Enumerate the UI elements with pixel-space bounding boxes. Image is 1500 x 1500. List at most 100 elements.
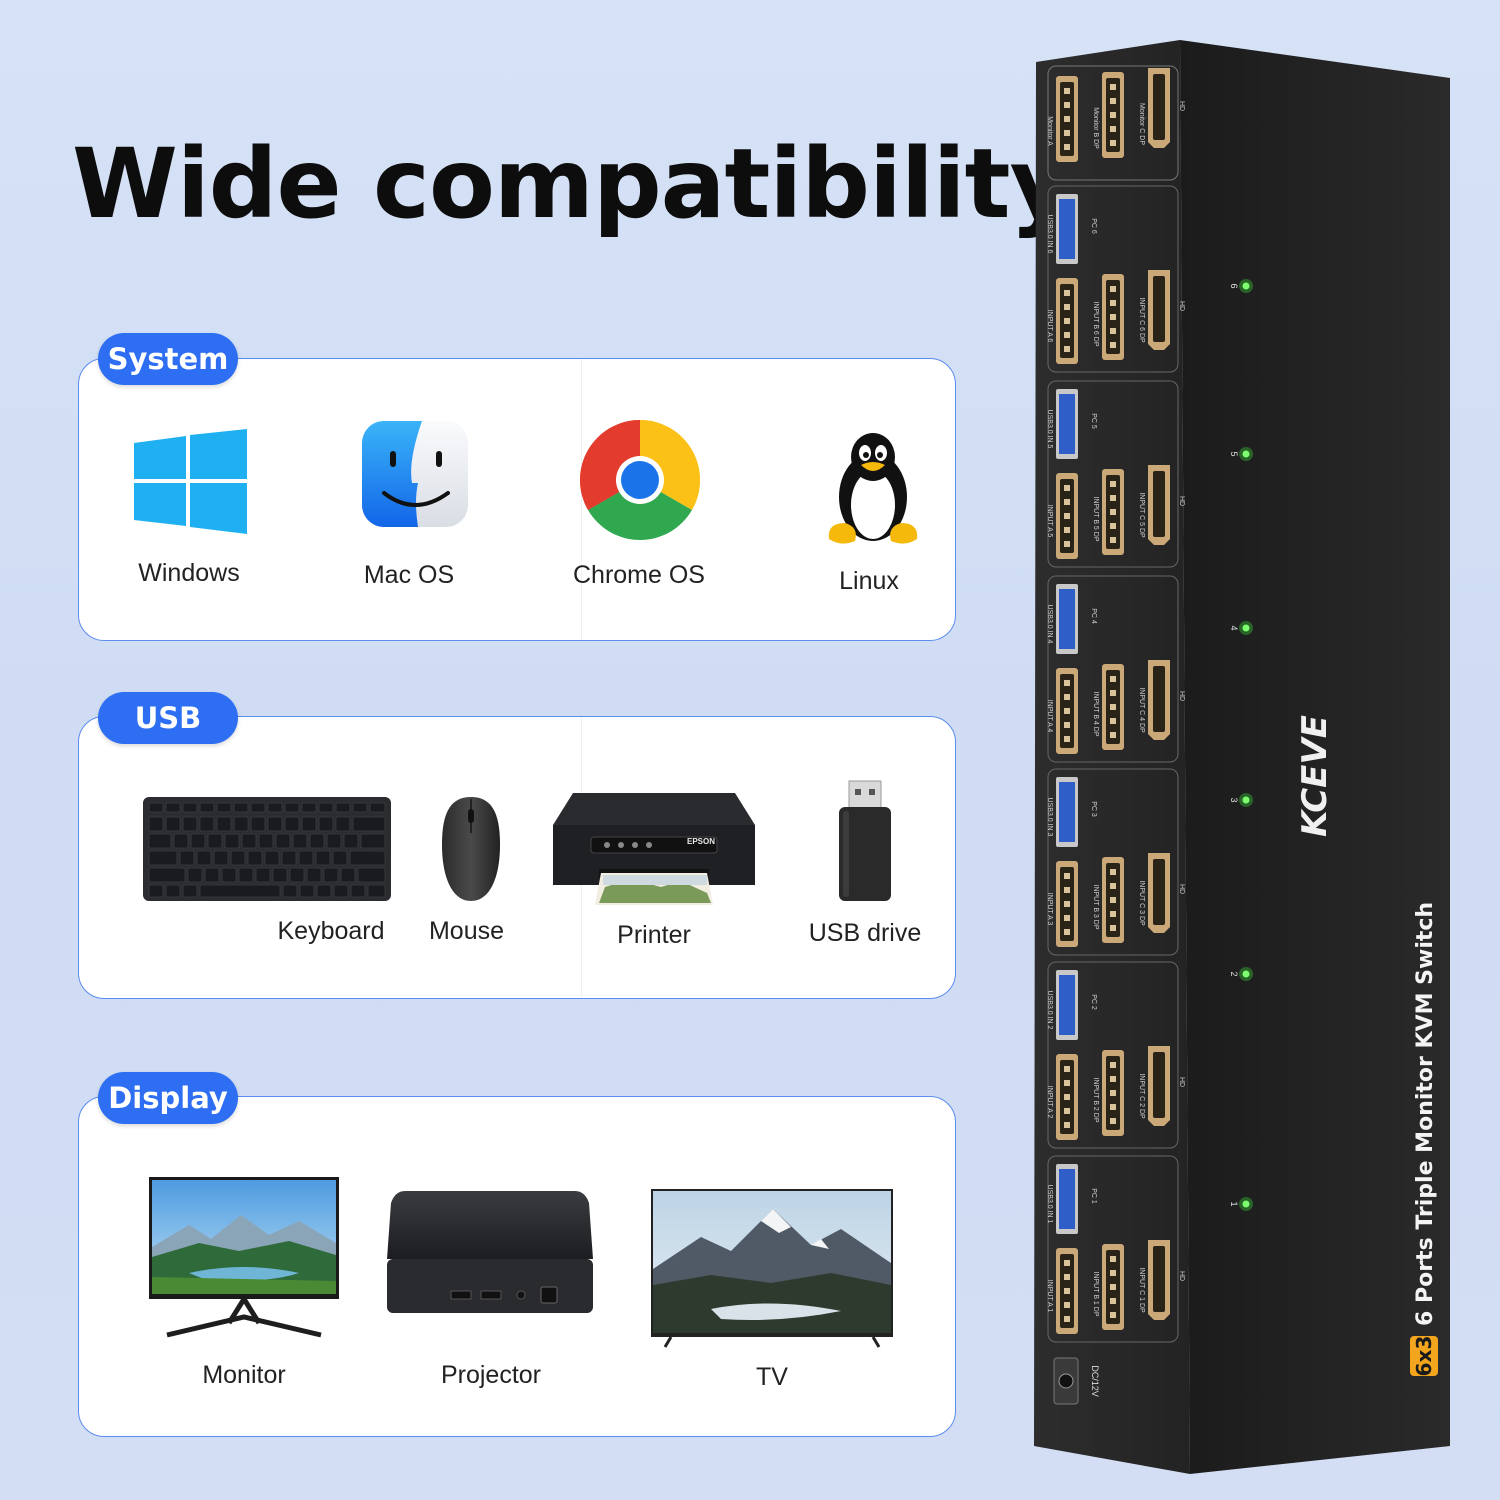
system-badge: System — [98, 333, 238, 385]
finder-logo-icon — [362, 421, 468, 527]
svg-text:EPSON: EPSON — [687, 837, 715, 846]
input-a-label: INPUT A 3 — [1046, 893, 1053, 926]
input-b-port — [1102, 857, 1124, 943]
power-port: DC/12V — [1053, 1357, 1100, 1405]
input-b-port — [1102, 469, 1124, 555]
monitor-c-label: Monitor C DP — [1138, 103, 1145, 145]
keyboard-label: Keyboard — [277, 917, 385, 945]
channel-led: 2 — [1229, 967, 1253, 981]
input-b-label: INPUT B 1 DP — [1092, 1272, 1099, 1317]
brand-text: KCEVE — [1295, 715, 1335, 837]
usb-in-label: USB3.0 IN 6 — [1046, 215, 1053, 254]
system-panel: Windows Mac OS — [78, 358, 956, 641]
keyboard-icon — [143, 797, 391, 901]
pc-label: PC 1 — [1090, 1188, 1097, 1204]
usb-drive-item: USB drive — [795, 777, 935, 967]
channel-led: 4 — [1229, 621, 1253, 635]
input-c-port — [1148, 465, 1170, 545]
channel-number: 4 — [1229, 625, 1239, 630]
input-b-port — [1102, 274, 1124, 360]
input-b-label: INPUT B 4 DP — [1092, 692, 1099, 737]
tux-penguin-icon — [828, 433, 918, 544]
input-a-port — [1056, 1248, 1078, 1334]
channel-led: 1 — [1229, 1197, 1253, 1211]
usb-in-port — [1056, 777, 1078, 847]
input-b-label: INPUT B 6 DP — [1092, 302, 1099, 347]
input-c-label: INPUT C 6 DP — [1138, 297, 1145, 343]
projector-item: Projector — [385, 1189, 597, 1399]
hd-label: HD — [1178, 1271, 1185, 1281]
pc-label: PC 6 — [1090, 218, 1097, 234]
page-title: Wide compatibility — [72, 128, 1072, 240]
chromeos-label: Chrome OS — [573, 561, 705, 589]
tv-icon — [651, 1189, 893, 1348]
channel-led: 6 — [1229, 279, 1253, 293]
svg-text:DC/12V: DC/12V — [1090, 1365, 1100, 1397]
monitor-a-label: Monitor A — [1046, 116, 1053, 146]
input-b-port — [1102, 664, 1124, 750]
pc-label: PC 3 — [1090, 801, 1097, 817]
linux-label: Linux — [839, 567, 899, 595]
hd-label: HD — [1178, 301, 1185, 311]
input-b-port — [1102, 1050, 1124, 1136]
channel-number: 3 — [1229, 797, 1239, 802]
monitor-c-port — [1148, 68, 1170, 148]
input-c-port — [1148, 1240, 1170, 1320]
linux-item: Linux — [794, 419, 944, 599]
input-a-port — [1056, 861, 1078, 947]
input-c-label: INPUT C 5 DP — [1138, 492, 1145, 538]
usb-in-label: USB3.0 IN 2 — [1046, 991, 1053, 1030]
usb-panel: Keyboard Mouse EPSON Printer — [78, 716, 956, 999]
chrome-logo-icon — [580, 420, 700, 540]
printer-item: EPSON Printer — [549, 789, 759, 969]
windows-label: Windows — [138, 559, 240, 587]
input-a-label: INPUT A 2 — [1046, 1086, 1053, 1119]
usb-in-port — [1056, 194, 1078, 264]
usb-in-label: USB3.0 IN 3 — [1046, 798, 1053, 837]
hd-label: HD — [1178, 496, 1185, 506]
monitor-item: Monitor — [149, 1177, 339, 1397]
input-b-label: INPUT B 5 DP — [1092, 497, 1099, 542]
monitor-hd-label: HD — [1178, 101, 1185, 111]
usb-in-port — [1056, 389, 1078, 459]
input-a-label: INPUT A 4 — [1046, 700, 1053, 733]
channel-led: 5 — [1229, 447, 1253, 461]
channel-number: 6 — [1229, 283, 1239, 288]
hd-label: HD — [1178, 691, 1185, 701]
channel-number: 1 — [1229, 1201, 1239, 1206]
input-c-port — [1148, 1046, 1170, 1126]
windows-item: Windows — [114, 419, 264, 599]
macos-item: Mac OS — [334, 419, 484, 599]
tv-item: TV — [651, 1189, 893, 1399]
input-c-port — [1148, 660, 1170, 740]
usb-drive-icon — [839, 780, 891, 901]
hd-label: HD — [1178, 1077, 1185, 1087]
mouse-icon — [442, 797, 500, 901]
usb-drive-label: USB drive — [808, 919, 922, 947]
input-a-label: INPUT A 1 — [1046, 1280, 1053, 1313]
printer-label: Printer — [617, 921, 691, 949]
ports-badge: 6x3 — [1412, 1336, 1436, 1377]
channel-led: 3 — [1229, 793, 1253, 807]
pc-label: PC 2 — [1090, 994, 1097, 1010]
monitor-icon — [149, 1177, 339, 1338]
input-b-label: INPUT B 3 DP — [1092, 885, 1099, 930]
chromeos-item: Chrome OS — [559, 419, 719, 599]
input-c-port — [1148, 270, 1170, 350]
projector-label: Projector — [440, 1361, 542, 1389]
usb-badge: USB — [98, 692, 238, 744]
mouse-item: Mouse — [399, 793, 529, 963]
mouse-label: Mouse — [428, 917, 505, 945]
input-a-label: INPUT A 6 — [1046, 310, 1053, 343]
pc-input-group: USB3.0 IN 6 PC 6 INPUT A 6 INPUT B 6 DP INPU… — [1046, 185, 1185, 373]
usb-in-port — [1056, 970, 1078, 1040]
monitor-b-label: Monitor B DP — [1092, 107, 1099, 149]
channel-number: 2 — [1229, 971, 1239, 976]
usb-in-label: USB3.0 IN 1 — [1046, 1185, 1053, 1224]
pc-label: PC 5 — [1090, 413, 1097, 429]
